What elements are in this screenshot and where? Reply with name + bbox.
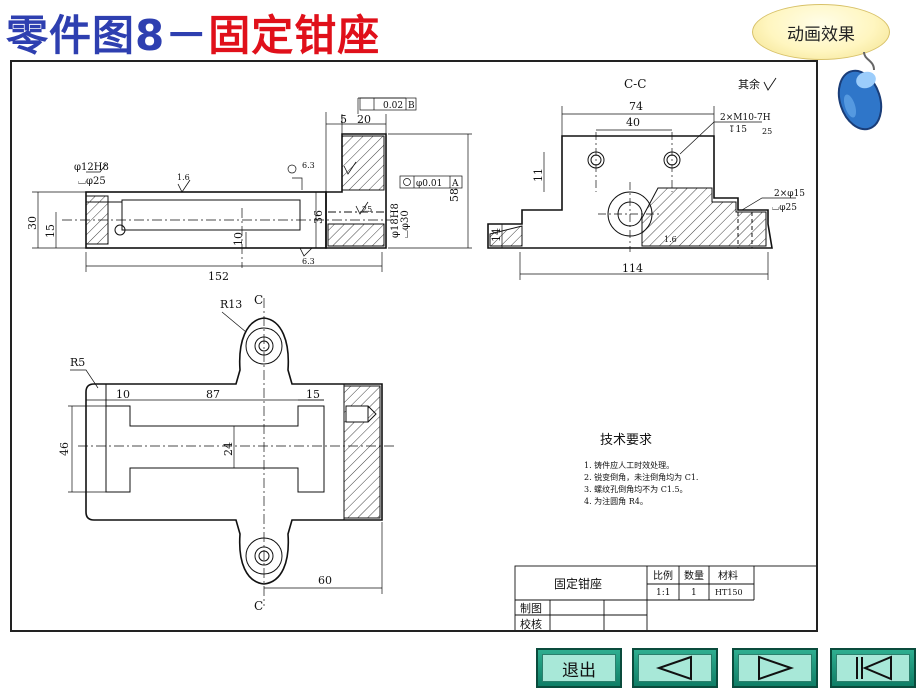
- dim-phi25: ⌴φ25: [78, 176, 106, 187]
- section-view-text: C-C 其余 74 40 114 11 14 2×M10-7H ↧15 2×φ1…: [490, 77, 805, 275]
- section-label-cc: C-C: [624, 77, 646, 91]
- top-view-dimensions: [68, 311, 383, 594]
- tech-requirement-4: 4. 为注圆角 R4。: [584, 496, 648, 506]
- title-block-text: 固定钳座 比例 数量 材料 1:1 1 HT150 制图 校核: [520, 569, 743, 630]
- dim-152: 152: [208, 270, 229, 283]
- title-block-checked-by: 校核: [520, 617, 542, 630]
- front-view-dimensions: [32, 97, 472, 272]
- dim-10: 10: [232, 232, 245, 246]
- dim-14: 14: [490, 228, 503, 242]
- section-mark-c-top: C: [254, 293, 263, 307]
- radius-r13: R13: [220, 298, 242, 311]
- dim-5: 5: [340, 113, 347, 126]
- skip-to-start-icon: [856, 655, 892, 681]
- dim-60: 60: [318, 574, 332, 587]
- engineering-drawing: 152 5 20 58 36 30 15 10 φ12H8 ⌴φ25 φ18H8…: [26, 77, 816, 630]
- mouse-icon: [837, 51, 883, 131]
- dim-74: 74: [629, 100, 643, 113]
- concentricity-datum: A: [451, 179, 459, 189]
- title-block-material: HT150: [715, 588, 743, 597]
- title-prefix: 零件图8－: [6, 11, 209, 60]
- tech-requirement-1: 1. 铸件应人工时效处理。: [584, 460, 674, 470]
- title-block-qty: 1: [691, 588, 697, 598]
- dim-phi12h8: φ12H8: [74, 162, 109, 173]
- next-button[interactable]: [732, 648, 818, 688]
- surface-finish-note: 其余: [738, 77, 760, 91]
- previous-button[interactable]: [632, 648, 718, 688]
- front-view-dimension-text: 152 5 20 58 36 30 15 10 φ12H8 ⌴φ25 φ18H8…: [26, 101, 461, 283]
- roughness-63-a: 6.3: [302, 161, 315, 170]
- holes-counterbore: ⌴φ25: [772, 203, 797, 213]
- title-block-scale: 1:1: [656, 588, 670, 598]
- section-mark-c-bottom: C: [254, 599, 263, 613]
- animation-effect-label: 动画效果: [787, 24, 855, 45]
- dim-15: 15: [44, 224, 57, 238]
- title-block: [514, 565, 816, 630]
- title-block-part-name: 固定钳座: [554, 576, 602, 591]
- dim-phi30: ⌴φ30: [400, 210, 411, 238]
- animation-effect-button[interactable]: 动画效果: [752, 4, 890, 60]
- title-block-qty-label: 数量: [684, 569, 704, 582]
- perpendicularity-tolerance: 0.02: [383, 101, 403, 111]
- technical-requirements: 技术要求 1. 铸件应人工时效处理。 2. 锐变倒角，未注倒角均为 C1. 3.…: [584, 433, 698, 506]
- roughness-16-a: 1.6: [177, 173, 190, 182]
- holes-callout: 2×φ15: [774, 189, 805, 199]
- roughness-25-b: 25: [762, 127, 772, 136]
- top-view-text: 10 87 15 46 24 60 R13 R5 C C: [58, 293, 332, 613]
- radius-r5: R5: [70, 356, 85, 369]
- dim-20: 20: [357, 113, 371, 126]
- first-page-button[interactable]: [830, 648, 916, 688]
- dim-46: 46: [58, 442, 71, 456]
- left-triangle-icon: [655, 655, 692, 681]
- roughness-25-a: 25: [362, 205, 372, 214]
- section-view-dimensions: [501, 106, 796, 280]
- dim-40: 40: [626, 116, 640, 129]
- title-part-name: 固定钳座: [208, 11, 381, 60]
- thread-depth: ↧15: [728, 125, 747, 135]
- tech-requirement-2: 2. 锐变倒角，未注倒角均为 C1.: [584, 472, 698, 482]
- title-block-scale-label: 比例: [653, 569, 673, 582]
- dim-11: 11: [532, 168, 545, 182]
- section-view: [487, 132, 773, 252]
- dim-114: 114: [622, 262, 643, 275]
- concentricity-tolerance: φ0.01: [416, 179, 442, 189]
- dim-30: 30: [26, 216, 39, 230]
- top-view: [78, 298, 396, 606]
- roughness-63-b: 6.3: [302, 257, 315, 266]
- exit-button[interactable]: 退出: [536, 648, 622, 688]
- exit-label: 退出: [562, 660, 596, 681]
- title-block-material-label: 材料: [718, 569, 738, 582]
- right-triangle-icon: [758, 655, 795, 681]
- roughness-16-b: 1.6: [664, 235, 677, 244]
- thread-callout: 2×M10-7H: [720, 113, 771, 123]
- dim-10b: 10: [116, 388, 130, 401]
- perpendicularity-datum: B: [408, 101, 415, 111]
- slide-title: 零件图8－固定钳座: [6, 2, 380, 60]
- tech-requirement-3: 3. 螺纹孔倒角均不为 C1.5。: [584, 484, 688, 494]
- title-block-drawn-by: 制图: [520, 602, 542, 615]
- finish-symbol: [763, 77, 777, 91]
- dim-36: 36: [312, 210, 325, 224]
- dim-87: 87: [206, 388, 220, 401]
- dim-58: 58: [448, 188, 461, 202]
- roughness-symbols: [177, 161, 369, 257]
- tech-requirements-heading: 技术要求: [600, 433, 652, 448]
- dim-phi18h8: φ18H8: [390, 203, 401, 238]
- dim-24: 24: [222, 442, 235, 456]
- front-view: [62, 133, 392, 268]
- dim-15b: 15: [306, 388, 320, 401]
- drawing-sheet: 152 5 20 58 36 30 15 10 φ12H8 ⌴φ25 φ18H8…: [10, 60, 818, 632]
